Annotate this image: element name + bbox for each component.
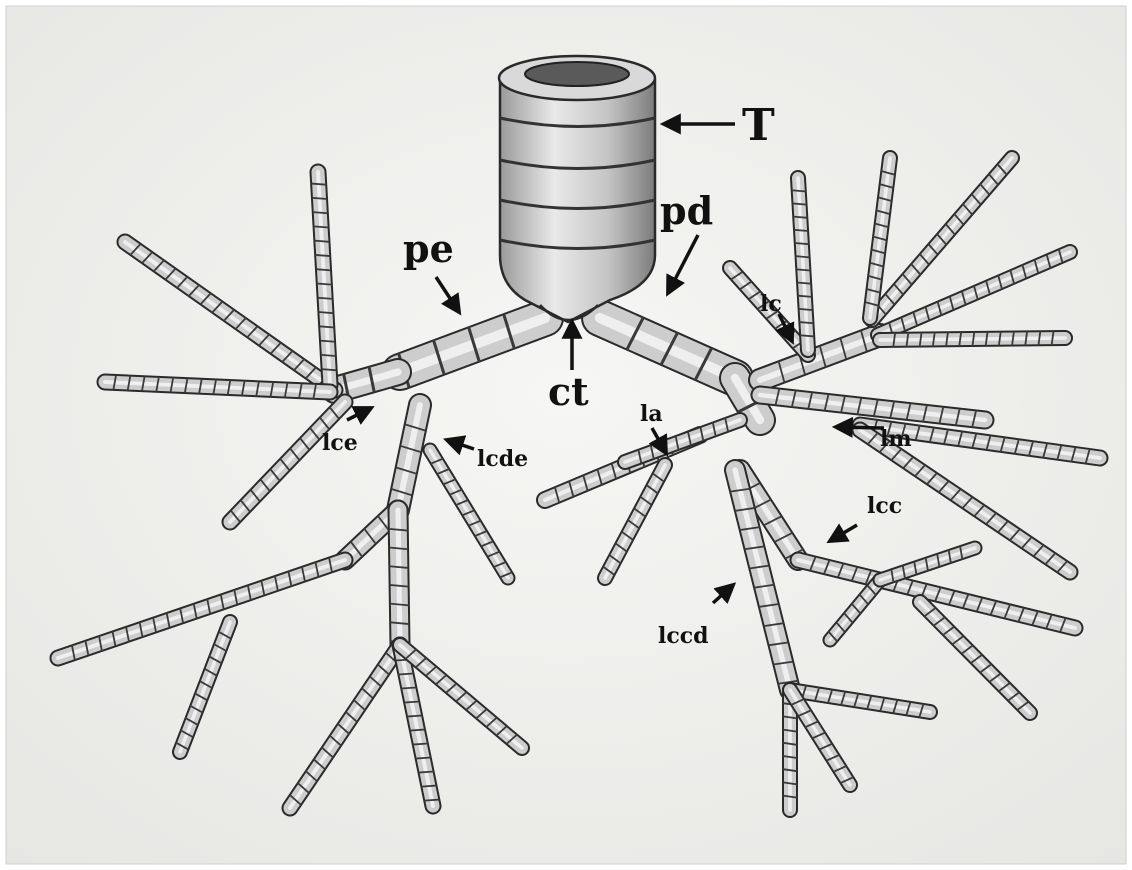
label-lc: lc xyxy=(760,291,782,317)
trachea xyxy=(499,56,655,322)
label-la: la xyxy=(640,401,663,427)
label-T: T xyxy=(742,100,775,151)
label-pd: pd xyxy=(660,188,713,233)
bronchus-segment xyxy=(880,331,1065,347)
label-ct: ct xyxy=(548,369,589,414)
arrow-lm xyxy=(836,427,884,428)
trachea-body xyxy=(500,80,655,322)
bronchus-segment xyxy=(389,510,410,645)
label-lcc: lcc xyxy=(867,493,902,519)
label-lcde: lcde xyxy=(477,446,528,472)
label-pe: pe xyxy=(403,226,454,271)
trachea-lumen xyxy=(525,62,629,86)
label-lce: lce xyxy=(322,430,358,456)
label-lccd: lccd xyxy=(658,623,709,649)
label-lm: lm xyxy=(880,426,912,452)
